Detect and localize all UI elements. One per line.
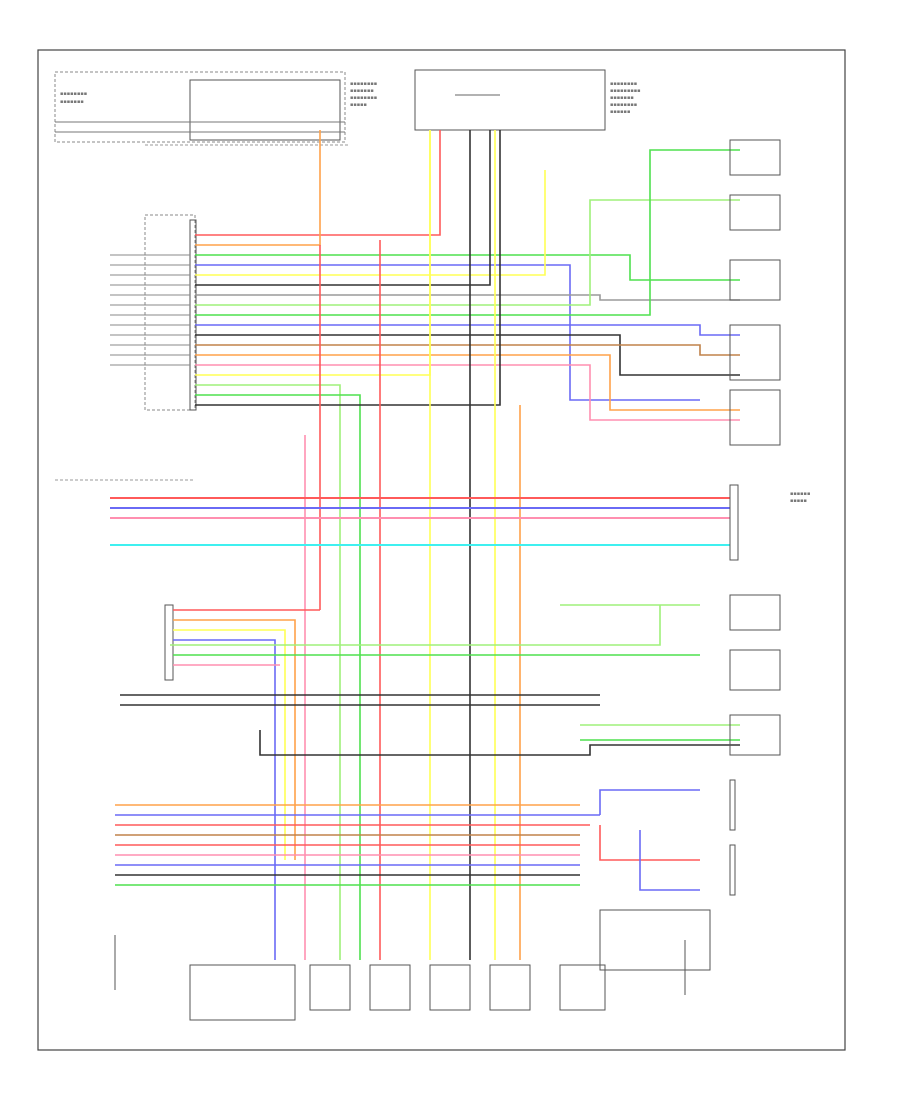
top-center-module: ▪▪▪▪▪▪▪▪ ▪▪▪▪▪▪▪▪▪ ▪▪▪▪▪▪▪ ▪▪▪▪▪▪▪▪ ▪▪▪▪… bbox=[414, 69, 641, 131]
harness-bus-middle bbox=[110, 497, 730, 546]
bottom-components bbox=[114, 909, 711, 1021]
svg-text:▪▪▪▪▪▪▪▪▪: ▪▪▪▪▪▪▪▪▪ bbox=[610, 88, 641, 94]
svg-text:▪▪▪▪▪: ▪▪▪▪▪ bbox=[350, 102, 367, 108]
harness-bus-bottom bbox=[115, 724, 740, 891]
svg-text:▪▪▪▪▪▪: ▪▪▪▪▪▪ bbox=[790, 491, 810, 497]
right-module-mid: ▪▪▪▪▪▪ ▪▪▪▪▪ bbox=[729, 484, 810, 561]
lower-connector-block bbox=[55, 479, 195, 681]
svg-text:▪▪▪▪▪: ▪▪▪▪▪ bbox=[790, 498, 807, 504]
svg-text:▪▪▪▪▪▪▪▪: ▪▪▪▪▪▪▪▪ bbox=[610, 102, 637, 108]
svg-text:▪▪▪▪▪▪▪▪: ▪▪▪▪▪▪▪▪ bbox=[60, 91, 87, 97]
connector-stubs-left bbox=[110, 254, 190, 366]
svg-text:▪▪▪▪▪▪▪: ▪▪▪▪▪▪▪ bbox=[60, 99, 84, 105]
svg-text:▪▪▪▪▪▪: ▪▪▪▪▪▪ bbox=[610, 109, 630, 115]
harness-bus-upper bbox=[195, 130, 740, 960]
top-left-module: ▪▪▪▪▪▪▪▪ ▪▪▪▪▪▪▪ ▪▪▪▪▪▪▪▪ ▪▪▪▪▪▪▪ ▪▪▪▪▪▪… bbox=[54, 71, 377, 143]
svg-text:▪▪▪▪▪▪▪: ▪▪▪▪▪▪▪ bbox=[350, 88, 374, 94]
svg-text:▪▪▪▪▪▪▪▪: ▪▪▪▪▪▪▪▪ bbox=[610, 81, 637, 87]
right-switches bbox=[729, 139, 781, 896]
svg-text:▪▪▪▪▪▪▪▪: ▪▪▪▪▪▪▪▪ bbox=[350, 81, 377, 87]
harness-bus-lower bbox=[120, 604, 700, 960]
diagram-frame bbox=[37, 49, 846, 1051]
svg-text:▪▪▪▪▪▪▪▪: ▪▪▪▪▪▪▪▪ bbox=[350, 95, 377, 101]
svg-text:▪▪▪▪▪▪▪: ▪▪▪▪▪▪▪ bbox=[610, 95, 634, 101]
